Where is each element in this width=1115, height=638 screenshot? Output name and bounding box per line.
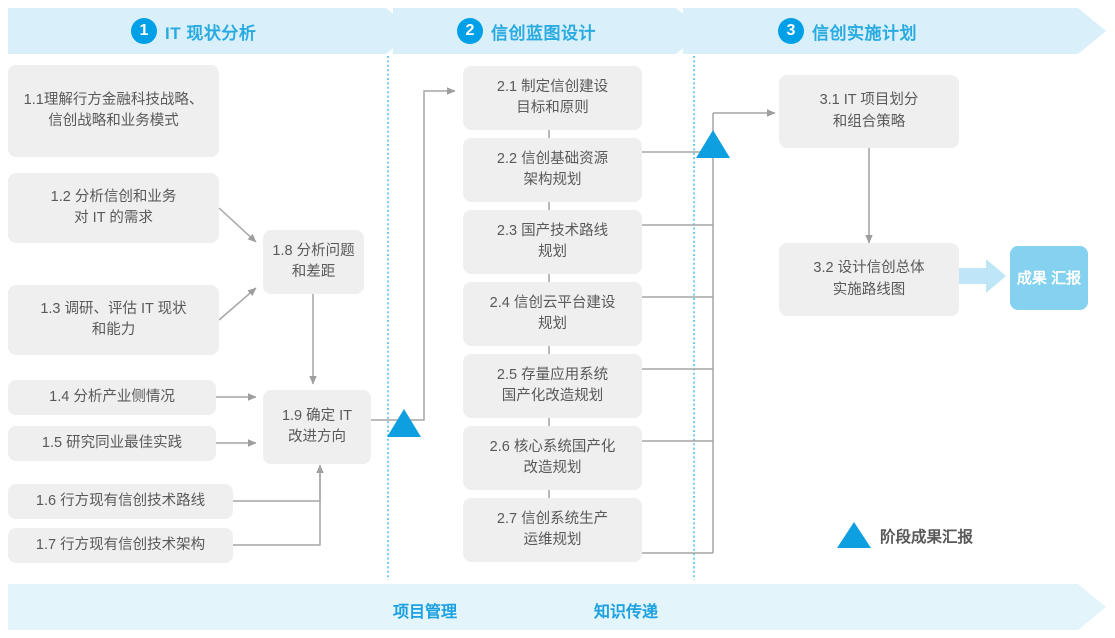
process-box-1-7[interactable]: 1.7 行方现有信创技术架构	[8, 528, 233, 563]
process-box-1-1-line-2: 信创战略和业务模式	[48, 113, 179, 129]
process-box-1-9[interactable]: 1.9 确定 IT 改进方向	[263, 390, 371, 464]
bottom-bar-label-0: 项目管理	[393, 604, 458, 621]
process-box-1-3-line-2: 和能力	[91, 322, 136, 338]
process-box-2-5-line-1: 2.5 存量应用系统	[496, 366, 609, 383]
legend-label: 阶段成果汇报	[880, 528, 974, 546]
phase-banner-1	[8, 8, 414, 54]
bottom-bar	[8, 584, 1106, 630]
process-box-2-2[interactable]: 2.2 信创基础资源 架构规划	[463, 138, 642, 202]
process-box-2-7[interactable]: 2.7 信创系统生产 运维规划	[463, 498, 642, 562]
bottom-bar-item-knowledge-transfer: 知识传递	[594, 598, 658, 622]
phase-header-1: 1 IT 现状分析	[131, 14, 256, 48]
result-report-box[interactable]: 成果 汇报	[1010, 246, 1088, 310]
process-box-2-5-line-2: 国产化改造规划	[501, 388, 604, 404]
process-box-2-4-line-2: 规划	[538, 316, 567, 332]
process-box-2-6[interactable]: 2.6 核心系统国产化 改造规划	[463, 426, 642, 490]
connector-1-2-to-1-8	[218, 207, 257, 243]
milestone-triangle-legend	[837, 522, 871, 548]
milestone-triangle-phase1	[387, 409, 421, 437]
process-box-2-7-line-2: 运维规划	[523, 532, 582, 548]
process-box-3-1-line-2: 和组合策略	[832, 113, 906, 130]
bottom-bar-item-project-management: 项目管理	[393, 598, 457, 622]
process-box-1-4[interactable]: 1.4 分析产业侧情况	[8, 380, 216, 415]
process-box-2-3-line-2: 规划	[538, 244, 567, 260]
process-box-1-9-line-2: 改进方向	[287, 429, 346, 445]
process-box-1-9-line-1: 1.9 确定 IT	[281, 407, 353, 424]
process-box-1-3-line-1: 1.3 调研、评估 IT 现状	[40, 300, 187, 317]
legend-triangle-icon	[837, 523, 871, 549]
process-box-1-5-line-1: 1.5 研究同业最佳实践	[41, 434, 183, 451]
process-box-2-3[interactable]: 2.3 国产技术路线 规划	[463, 210, 642, 274]
process-box-1-6-line-1: 1.6 行方现有信创技术路线	[35, 492, 206, 509]
process-box-1-2-line-2: 对 IT 的需求	[74, 210, 153, 226]
connector-1-3-to-1-8	[218, 287, 257, 321]
connector-1-9-to-2-1	[371, 87, 456, 421]
process-box-2-1-line-2: 目标和原则	[516, 100, 589, 116]
process-box-2-4-line-1: 2.4 信创云平台建设	[489, 294, 616, 311]
process-box-2-4[interactable]: 2.4 信创云平台建设 规划	[463, 282, 642, 346]
process-box-1-6[interactable]: 1.6 行方现有信创技术路线	[8, 484, 233, 519]
process-box-2-1[interactable]: 2.1 制定信创建设 目标和原则	[463, 66, 642, 130]
process-box-1-7-line-1: 1.7 行方现有信创技术架构	[35, 536, 206, 553]
phase-title-2: 信创蓝图设计	[491, 23, 596, 43]
phase-title-1: IT 现状分析	[165, 23, 257, 43]
process-box-2-2-line-2: 架构规划	[523, 172, 582, 188]
process-box-3-1-line-1: 3.1 IT 项目划分	[819, 92, 919, 109]
process-box-1-8-line-1: 1.8 分析问题	[272, 242, 355, 259]
phase-number-3: 3	[778, 18, 804, 44]
result-report-line-1: 成果	[1016, 269, 1047, 287]
result-arrow-icon	[956, 259, 1006, 293]
phase-title-3: 信创实施计划	[812, 23, 917, 43]
process-box-1-5[interactable]: 1.5 研究同业最佳实践	[8, 426, 216, 461]
process-box-1-4-line-1: 1.4 分析产业侧情况	[49, 388, 175, 405]
process-box-2-1-line-1: 2.1 制定信创建设	[496, 78, 609, 95]
process-box-1-3[interactable]: 1.3 调研、评估 IT 现状 和能力	[8, 285, 219, 355]
process-box-1-2[interactable]: 1.2 分析信创和业务 对 IT 的需求	[8, 173, 219, 243]
process-box-1-2-line-1: 1.2 分析信创和业务	[50, 188, 177, 205]
milestone-triangle-phase2	[696, 130, 730, 158]
process-box-1-8[interactable]: 1.8 分析问题 和差距	[263, 230, 364, 294]
process-box-3-1[interactable]: 3.1 IT 项目划分 和组合策略	[779, 75, 959, 148]
process-box-1-8-line-2: 和差距	[291, 264, 336, 280]
process-box-3-2-line-1: 3.2 设计信创总体	[813, 260, 925, 277]
process-box-2-2-line-1: 2.2 信创基础资源	[496, 150, 609, 167]
result-report-line-2: 汇报	[1051, 269, 1082, 287]
legend: 阶段成果汇报	[837, 522, 1037, 549]
process-box-3-2[interactable]: 3.2 设计信创总体 实施路线图	[779, 243, 959, 316]
phase-header-2: 2 信创蓝图设计	[457, 14, 596, 48]
phase-number-1: 1	[131, 18, 157, 44]
process-box-1-1-line-1: 1.1理解行方金融科技战略、	[23, 91, 204, 108]
connector-1-7-to-1-9	[233, 465, 321, 546]
process-box-1-1[interactable]: 1.1理解行方金融科技战略、 信创战略和业务模式	[8, 65, 219, 157]
process-box-3-2-line-2: 实施路线图	[832, 281, 906, 298]
process-box-2-7-line-1: 2.7 信创系统生产	[496, 510, 609, 527]
process-box-2-5[interactable]: 2.5 存量应用系统 国产化改造规划	[463, 354, 642, 418]
process-box-2-6-line-2: 改造规划	[523, 460, 582, 476]
bottom-bar-label-1: 知识传递	[594, 604, 659, 621]
phase-number-2: 2	[457, 18, 483, 44]
process-box-2-6-line-1: 2.6 核心系统国产化	[489, 438, 616, 455]
phase-header-3: 3 信创实施计划	[778, 14, 917, 48]
connector-1-6-to-1-9	[233, 464, 324, 502]
process-box-2-3-line-1: 2.3 国产技术路线	[496, 222, 609, 239]
